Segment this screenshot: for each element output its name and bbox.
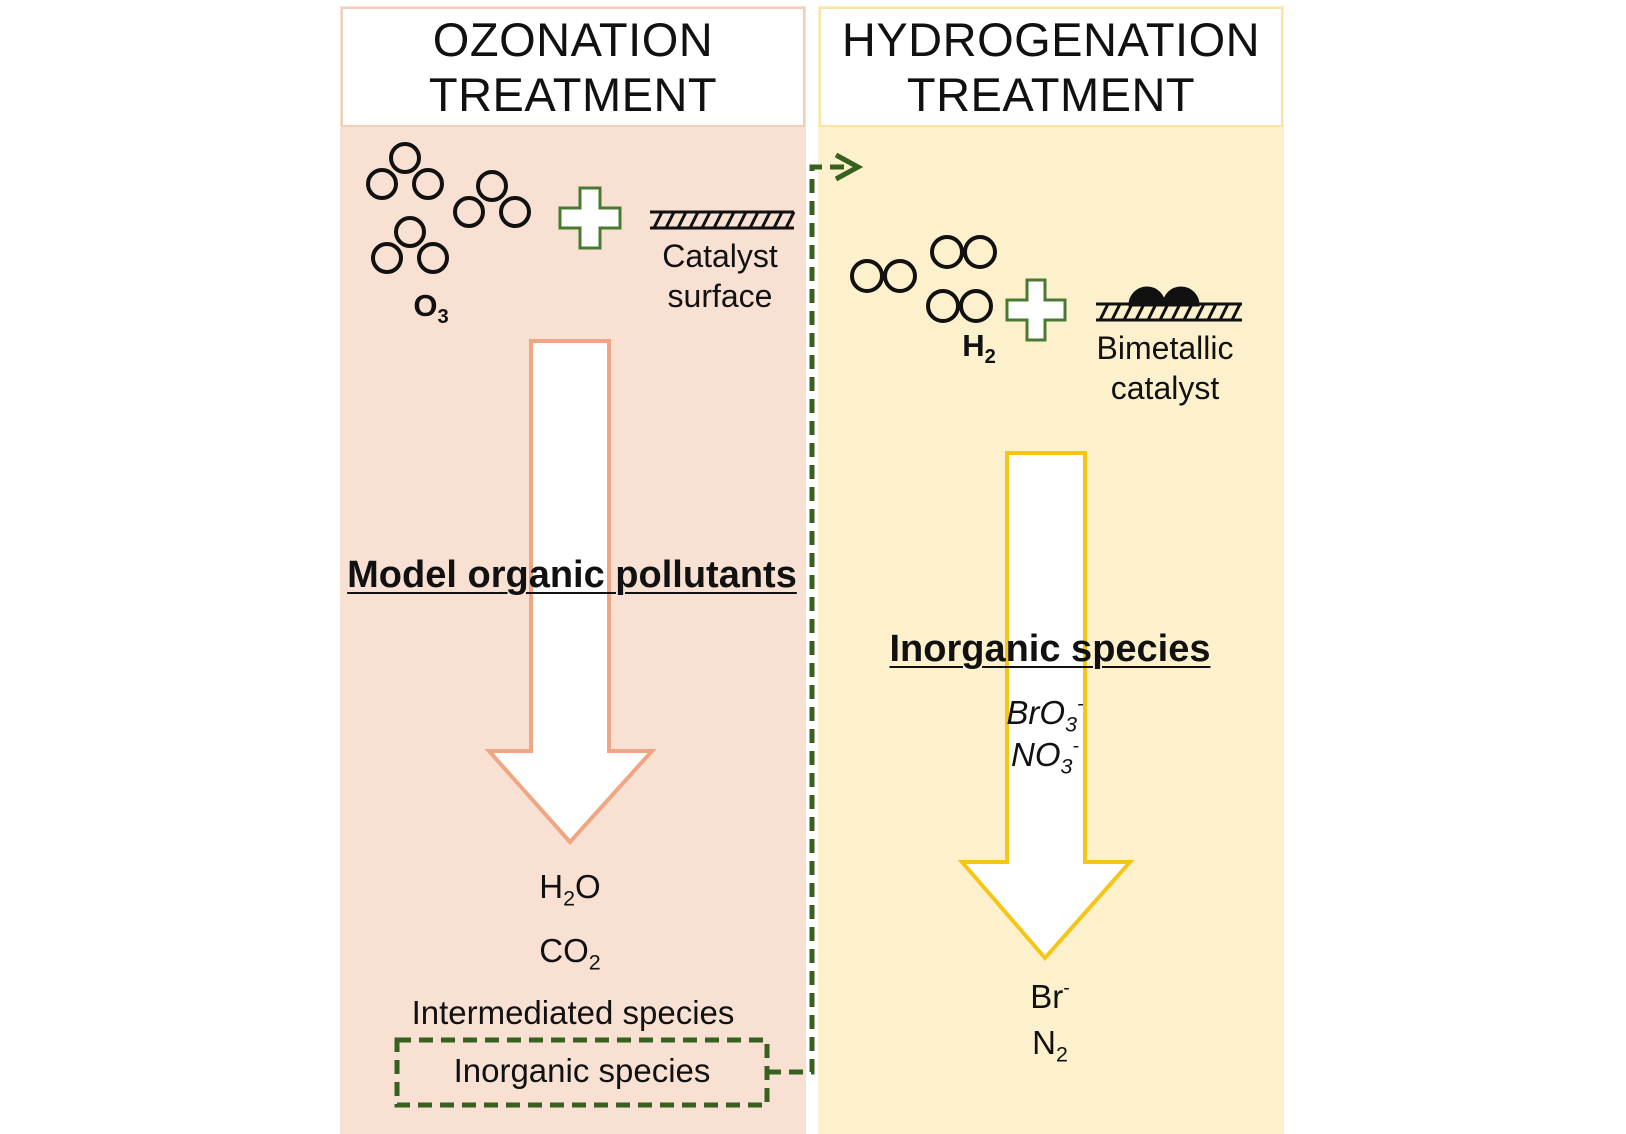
hydrogen-symbol: H	[962, 328, 985, 363]
ozonation-title-line1: OZONATION	[432, 13, 714, 66]
ozonation-title: OZONATION TREATMENT	[342, 12, 804, 122]
bromide-base: Br	[1030, 978, 1064, 1015]
bimetallic-catalyst-icon	[1096, 286, 1242, 322]
product-bromide: Br-	[985, 977, 1115, 1015]
product-water-tail: O	[575, 868, 601, 905]
hatch-mark	[700, 211, 712, 229]
plus-icon-ozonation	[558, 186, 622, 250]
hydrogenation-title: HYDROGENATION TREATMENT	[820, 12, 1282, 122]
hatch-mark	[688, 211, 700, 229]
hatch-mark	[1182, 303, 1194, 321]
hatch-mark	[664, 211, 676, 229]
hatch-mark	[784, 211, 796, 229]
nitrogen-sub: 2	[1055, 1042, 1068, 1067]
intermediated-species-label: Intermediated species	[411, 994, 735, 1031]
hatch-mark	[772, 211, 784, 229]
nitrate-formula: NO3-	[960, 735, 1130, 777]
ozonation-title-line2: TREATMENT	[428, 68, 718, 121]
catalyst-caption-line1: Catalyst	[662, 238, 778, 274]
hatch-mark	[676, 211, 688, 229]
hatch-mark	[760, 211, 772, 229]
ozonation-title-box	[341, 7, 805, 127]
product-water-sub: 2	[563, 886, 576, 911]
hydrogen-molecule-icon	[850, 235, 997, 323]
hatch-mark	[1170, 303, 1182, 321]
bimetallic-caption-line2: catalyst	[1110, 370, 1220, 406]
bimetallic-caption-line1: Bimetallic	[1096, 330, 1234, 366]
inorganic-species-heading: Inorganic species	[889, 628, 1211, 670]
flow-connector-line	[767, 164, 850, 1075]
nitrate-sup: -	[1072, 735, 1080, 758]
hatch-mark	[652, 211, 664, 229]
ozone-formula: O3	[396, 288, 466, 327]
product-co2-base: CO	[539, 932, 589, 969]
hatch-mark	[712, 211, 724, 229]
hatch-mark	[724, 211, 736, 229]
hatch-mark	[1146, 303, 1158, 321]
hydrogenation-process-arrow	[957, 451, 1135, 962]
hatch-mark	[1218, 303, 1230, 321]
inorganic-species-highlight-label: Inorganic species	[453, 1052, 711, 1089]
hatch-mark	[736, 211, 748, 229]
hatch-mark	[1230, 303, 1242, 321]
bromate-formula: BrO3-	[960, 693, 1130, 735]
product-nitrogen: N2	[985, 1024, 1115, 1065]
hatch-mark	[1134, 303, 1146, 321]
catalyst-surface-caption: Catalyst surface	[630, 236, 810, 316]
product-water-base: H	[539, 868, 564, 905]
nitrogen-base: N	[1032, 1024, 1056, 1061]
hydrogen-subscript: 2	[984, 346, 996, 369]
ozonation-process-arrow	[484, 339, 657, 845]
bimetallic-catalyst-caption: Bimetallic catalyst	[1075, 328, 1255, 408]
hatch-mark	[1122, 303, 1134, 321]
flow-connector-arrowhead	[834, 152, 864, 182]
catalyst-surface-icon	[650, 210, 796, 230]
ozone-molecule-icon	[366, 142, 531, 274]
hatch-mark	[1206, 303, 1218, 321]
ozone-subscript: 3	[437, 306, 449, 329]
hatch-mark	[1098, 303, 1110, 321]
nitrate-base: NO	[1010, 736, 1061, 773]
bromide-sup: -	[1063, 977, 1070, 1000]
nitrate-sub: 3	[1060, 754, 1073, 779]
product-water: H2O	[480, 868, 660, 909]
bromate-sub: 3	[1065, 712, 1077, 737]
hydrogenation-title-line1: HYDROGENATION	[841, 13, 1261, 66]
hydrogenation-title-line2: TREATMENT	[906, 68, 1196, 121]
catalyst-caption-line2: surface	[667, 278, 773, 314]
hydrogen-formula: H2	[944, 328, 1014, 367]
hatch-mark	[1194, 303, 1206, 321]
plus-icon-hydrogenation	[1005, 278, 1067, 342]
hatch-mark	[1158, 303, 1170, 321]
model-organic-pollutants-heading: Model organic pollutants	[347, 554, 797, 596]
bromate-sup: -	[1077, 693, 1084, 716]
hydrogenation-title-box	[819, 7, 1283, 127]
hatch-mark	[1110, 303, 1122, 321]
product-co2-sub: 2	[588, 950, 601, 975]
bromate-base: BrO	[1006, 694, 1066, 731]
product-carbon-dioxide: CO2	[480, 932, 660, 973]
hatch-mark	[748, 211, 760, 229]
ozone-symbol: O	[413, 288, 438, 323]
